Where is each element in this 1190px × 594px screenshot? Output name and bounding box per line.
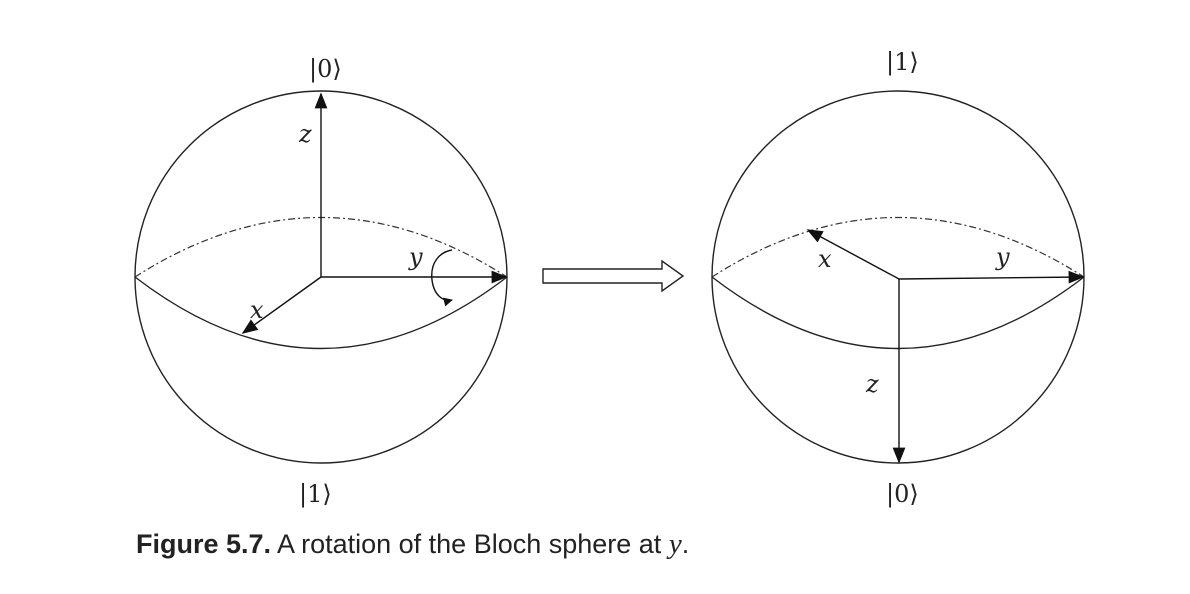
caption-end: . [681,529,690,559]
left-equator-front [134,276,508,350]
left-z-label: z [298,120,312,148]
right-bottom-ket: |0⟩ [886,480,919,509]
right-equator-front [711,276,1085,350]
rotation-arrow-icon [431,249,453,307]
right-x-label: x [818,245,832,273]
left-x-axis [241,276,322,334]
right-top-ket: |1⟩ [886,48,919,77]
caption-variable: y [668,528,682,560]
right-bloch-sphere: |1⟩ |0⟩ z x y [711,48,1085,509]
right-y-label: y [995,243,1010,271]
transform-arrow-icon [542,259,685,293]
figure-number: Figure 5.7. [136,529,272,559]
right-y-axis [898,270,1085,284]
left-x-label: x [250,296,264,324]
right-equator-back [711,217,1085,278]
left-top-ket: |0⟩ [309,55,342,84]
right-z-label: z [865,370,879,398]
figure-caption: Figure 5.7. A rotation of the Bloch sphe… [136,528,689,561]
caption-text: A rotation of the Bloch sphere at [271,529,669,559]
left-bloch-sphere: |0⟩ |1⟩ z x y [134,55,508,509]
left-bottom-ket: |1⟩ [299,480,332,509]
right-x-axis [806,229,900,280]
left-y-label: y [408,243,423,271]
